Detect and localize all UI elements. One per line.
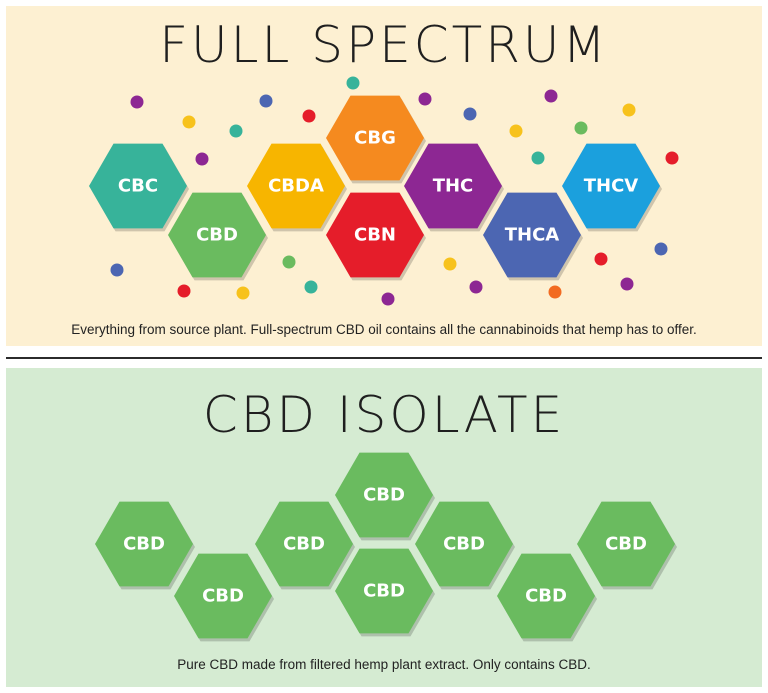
decorative-dot (302, 109, 316, 123)
hexagon-shape (497, 553, 595, 639)
decorative-dot (110, 263, 124, 277)
hexagon-shape (335, 548, 433, 634)
decorative-dot (195, 152, 209, 166)
full-spectrum-title: FULL SPECTRUM (159, 16, 609, 74)
hexagon-label: CBC (118, 176, 158, 197)
hexagon-cbg: CBG (326, 95, 426, 184)
hexagon-cbd-4: CBD (335, 452, 435, 541)
hexagon-shape (335, 452, 433, 538)
decorative-dot (620, 277, 634, 291)
isolate-caption: Pure CBD made from filtered hemp plant e… (177, 657, 591, 672)
decorative-dot (304, 280, 318, 294)
hexagon-thca: THCA (483, 192, 583, 281)
decorative-dot (509, 124, 523, 138)
hexagon-shape (577, 501, 675, 587)
hexagon-label: CBD (525, 586, 567, 607)
hexagon-shape (247, 143, 345, 229)
hexagon-shape (483, 192, 581, 278)
decorative-dot (443, 257, 457, 271)
decorative-dot (544, 89, 558, 103)
hexagon-cbd-2: CBD (174, 553, 274, 642)
hexagon-shape (404, 143, 502, 229)
hexagon-thcv: THCV (562, 143, 662, 232)
isolate-title: CBD ISOLATE (202, 386, 566, 444)
decorative-dot (665, 151, 679, 165)
hexagon-shape (89, 143, 187, 229)
decorative-dot (130, 95, 144, 109)
decorative-dot (381, 292, 395, 306)
hexagon-shape (562, 143, 660, 229)
hexagon-cbd-8: CBD (577, 501, 677, 590)
hexagon-label: CBD (123, 534, 165, 555)
decorative-dot (469, 280, 483, 294)
hexagon-label: CBG (354, 128, 396, 149)
hexagon-shape (255, 501, 353, 587)
decorative-dot (177, 284, 191, 298)
decorative-dot (654, 242, 668, 256)
hexagon-cbd-7: CBD (497, 553, 597, 642)
decorative-dot (594, 252, 608, 266)
hexagon-cbd-3: CBD (255, 501, 355, 590)
hexagon-cbd: CBD (168, 192, 268, 281)
hexagon-cbc: CBC (89, 143, 189, 232)
section-divider (6, 357, 762, 359)
hexagon-label: CBD (605, 534, 647, 555)
hexagon-label: THCV (584, 176, 639, 197)
decorative-dot (463, 107, 477, 121)
isolate-diagram: CBD CBD CBD CBD CBD CBD CBD CBD (95, 452, 677, 642)
full-spectrum-diagram: CBC CBD CBDA CBG CBN THC THCA THCV (89, 76, 679, 306)
decorative-dot (236, 286, 250, 300)
decorative-dot (259, 94, 273, 108)
decorative-dot (531, 151, 545, 165)
decorative-dot (282, 255, 296, 269)
hexagon-cbn: CBN (326, 192, 426, 281)
decorative-dot (182, 115, 196, 129)
hexagon-label: CBD (202, 586, 244, 607)
decorative-dot (229, 124, 243, 138)
hexagon-cbda: CBDA (247, 143, 347, 232)
isolate-panel: CBD ISOLATE CBD CBD CBD CBD CBD CBD CBD CBD Pur… (6, 368, 762, 687)
hexagon-shape (95, 501, 193, 587)
full-spectrum-panel: FULL SPECTRUM CBC CBD CBDA CBG CBN THC THCA THC… (6, 6, 762, 346)
hexagon-cbd-5: CBD (335, 548, 435, 637)
hexagon-label: THC (433, 176, 474, 197)
decorative-dot (548, 285, 562, 299)
hexagon-shape (174, 553, 272, 639)
hexagon-label: CBD (196, 225, 238, 246)
hexagon-shape (326, 192, 424, 278)
hexagon-shape (326, 95, 424, 181)
hexagon-thc: THC (404, 143, 504, 232)
hexagon-cbd-6: CBD (415, 501, 515, 590)
decorative-dot (574, 121, 588, 135)
decorative-dot (622, 103, 636, 117)
hexagon-label: THCA (505, 225, 560, 246)
full-spectrum-caption: Everything from source plant. Full-spect… (71, 322, 697, 337)
hexagon-cbd-1: CBD (95, 501, 195, 590)
hexagon-label: CBDA (268, 176, 324, 197)
hexagon-label: CBD (283, 534, 325, 555)
hexagon-label: CBD (363, 581, 405, 602)
hexagon-shape (168, 192, 266, 278)
decorative-dot (418, 92, 432, 106)
decorative-dot (346, 76, 360, 90)
hexagon-label: CBD (363, 485, 405, 506)
hexagon-label: CBD (443, 534, 485, 555)
hexagon-shape (415, 501, 513, 587)
hexagon-label: CBN (354, 225, 396, 246)
